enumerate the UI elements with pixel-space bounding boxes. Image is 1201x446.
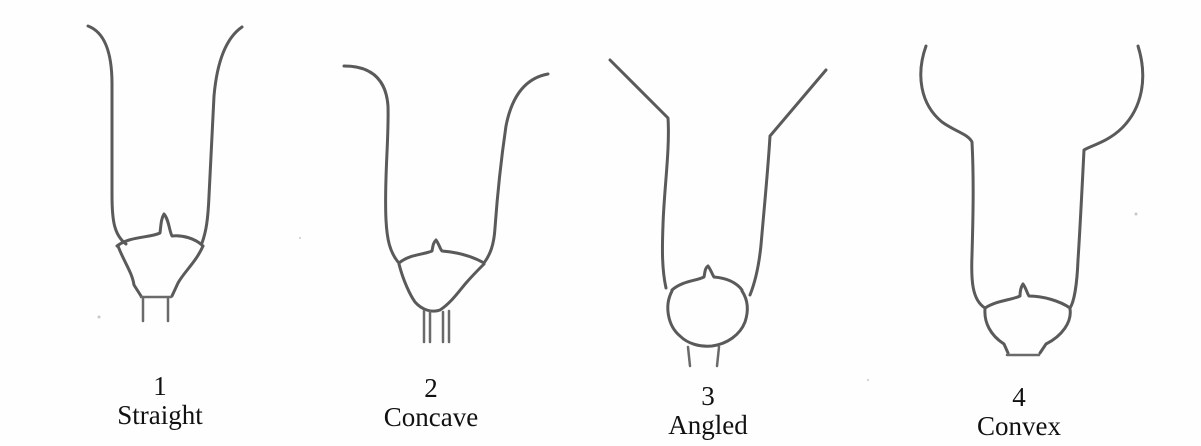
- caption-angled: 3 Angled: [628, 382, 788, 440]
- convex-left-wall: [921, 46, 985, 308]
- caption-number: 2: [351, 374, 511, 403]
- convex-cap: [985, 284, 1070, 308]
- caption-label: Straight: [80, 401, 240, 430]
- caption-number: 4: [939, 383, 1099, 412]
- caption-straight: 1 Straight: [80, 372, 240, 430]
- angled-stem: [688, 347, 719, 366]
- straight-cap: [117, 214, 203, 246]
- convex-right-wall: [1070, 46, 1143, 308]
- caption-number: 3: [628, 382, 788, 411]
- straight-stem: [141, 297, 171, 321]
- convex-bulb: [985, 309, 1070, 353]
- angled-right-wall: [750, 70, 826, 295]
- caption-label: Convex: [939, 412, 1099, 441]
- concave-left-wall: [344, 66, 398, 262]
- concave-right-wall: [484, 74, 548, 263]
- shape-straight-drawing: [88, 26, 242, 321]
- shape-concave-drawing: [344, 66, 548, 342]
- angled-bulb: [668, 291, 748, 346]
- scan-speck: [299, 237, 301, 239]
- scan-speck: [867, 379, 869, 381]
- concave-bulb: [399, 264, 484, 311]
- angled-left-wall: [610, 60, 668, 288]
- shape-convex-drawing: [921, 46, 1143, 355]
- caption-convex: 4 Convex: [939, 383, 1099, 441]
- concave-cap: [399, 240, 484, 263]
- caption-label: Angled: [628, 411, 788, 440]
- shape-angled-drawing: [610, 60, 826, 366]
- concave-stem: [424, 311, 449, 342]
- straight-left-wall: [88, 26, 126, 244]
- scan-speck: [98, 316, 101, 319]
- straight-right-wall: [202, 27, 242, 243]
- caption-number: 1: [80, 372, 240, 401]
- scan-speck: [1135, 213, 1138, 216]
- caption-label: Concave: [351, 403, 511, 432]
- angled-cap: [672, 266, 742, 290]
- caption-concave: 2 Concave: [351, 374, 511, 432]
- straight-bulb: [118, 246, 203, 296]
